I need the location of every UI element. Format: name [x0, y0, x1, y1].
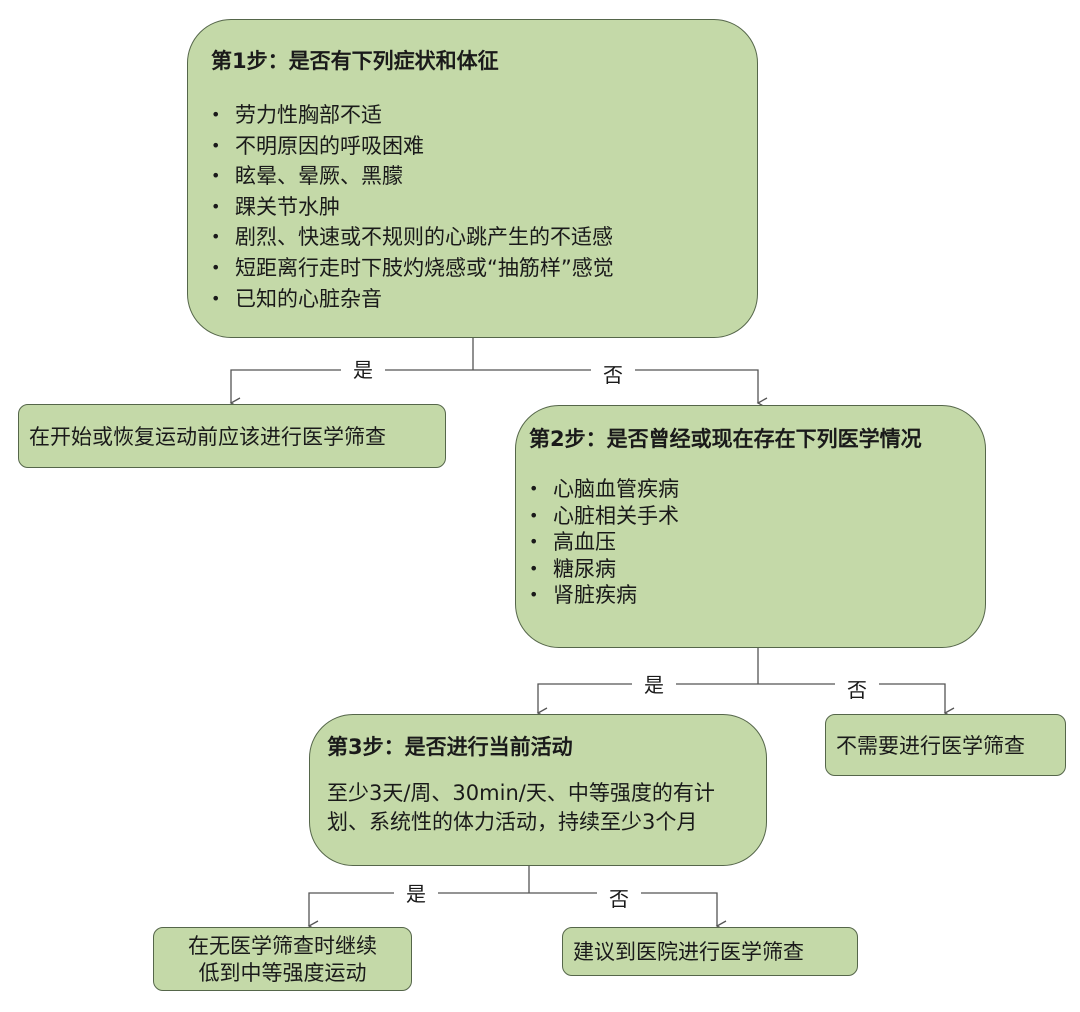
step3-no-result-box: 建议到医院进行医学筛查 — [562, 927, 858, 976]
step3-no-label: 否 — [597, 887, 641, 911]
step1-yes-result-box: 在开始或恢复运动前应该进行医学筛查 — [18, 404, 446, 468]
step2-condition-list: 心脑血管疾病 心脏相关手术 高血压 糖尿病 肾脏疾病 — [527, 476, 679, 616]
list-item: 糖尿病 — [527, 556, 679, 583]
list-item: 心脑血管疾病 — [527, 476, 679, 503]
connector-step2-no — [758, 683, 955, 719]
step3-yes-result-line-2: 低到中等强度运动 — [198, 961, 367, 985]
connector-step2-yes — [536, 683, 758, 719]
step3-title: 第3步：是否进行当前活动 — [327, 735, 573, 759]
step3-yes-label: 是 — [394, 882, 438, 906]
step1-symptom-list: 劳力性胸部不适 不明原因的呼吸困难 眩晕、晕厥、黑朦 踝关节水肿 剧烈、快速或不… — [209, 100, 614, 314]
step1-yes-label: 是 — [341, 358, 385, 382]
step2-no-result-text: 不需要进行医学筛查 — [836, 734, 1025, 758]
list-item: 眩晕、晕厥、黑朦 — [209, 161, 614, 192]
step3-desc-line-1: 至少3天/周、30min/天、中等强度的有计 — [327, 781, 715, 805]
step1-no-label: 否 — [591, 363, 635, 387]
step2-box: 第2步：是否曾经或现在存在下列医学情况 心脑血管疾病 心脏相关手术 高血压 糖尿… — [515, 405, 986, 648]
list-item: 劳力性胸部不适 — [209, 100, 614, 131]
list-item: 已知的心脏杂音 — [209, 284, 614, 315]
step3-box: 第3步：是否进行当前活动 至少3天/周、30min/天、中等强度的有计 划、系统… — [309, 714, 767, 866]
list-item: 踝关节水肿 — [209, 192, 614, 223]
connector-step3-no — [529, 892, 727, 932]
step2-yes-label: 是 — [632, 673, 676, 697]
step3-yes-result-line-1: 在无医学筛查时继续 — [188, 934, 377, 958]
list-item: 心脏相关手术 — [527, 503, 679, 530]
list-item: 剧烈、快速或不规则的心跳产生的不适感 — [209, 222, 614, 253]
step3-no-result-text: 建议到医院进行医学筛查 — [573, 940, 804, 964]
step1-yes-result-text: 在开始或恢复运动前应该进行医学筛查 — [29, 425, 386, 449]
connector-step3-yes — [307, 892, 529, 932]
connector-step1-no — [473, 369, 768, 409]
step3-yes-result-box: 在无医学筛查时继续 低到中等强度运动 — [153, 927, 412, 991]
step2-no-label: 否 — [835, 678, 879, 702]
step2-no-result-box: 不需要进行医学筛查 — [825, 714, 1066, 776]
connector-step1-yes — [229, 369, 473, 409]
list-item: 短距离行走时下肢灼烧感或“抽筋样”感觉 — [209, 253, 614, 284]
step1-title: 第1步：是否有下列症状和体征 — [211, 49, 499, 73]
list-item: 不明原因的呼吸困难 — [209, 131, 614, 162]
step3-desc-line-2: 划、系统性的体力活动，持续至少3个月 — [327, 810, 698, 834]
step1-box: 第1步：是否有下列症状和体征 劳力性胸部不适 不明原因的呼吸困难 眩晕、晕厥、黑… — [187, 19, 758, 338]
list-item: 肾脏疾病 — [527, 582, 679, 609]
list-item: 高血压 — [527, 529, 679, 556]
step2-title: 第2步：是否曾经或现在存在下列医学情况 — [529, 427, 922, 451]
